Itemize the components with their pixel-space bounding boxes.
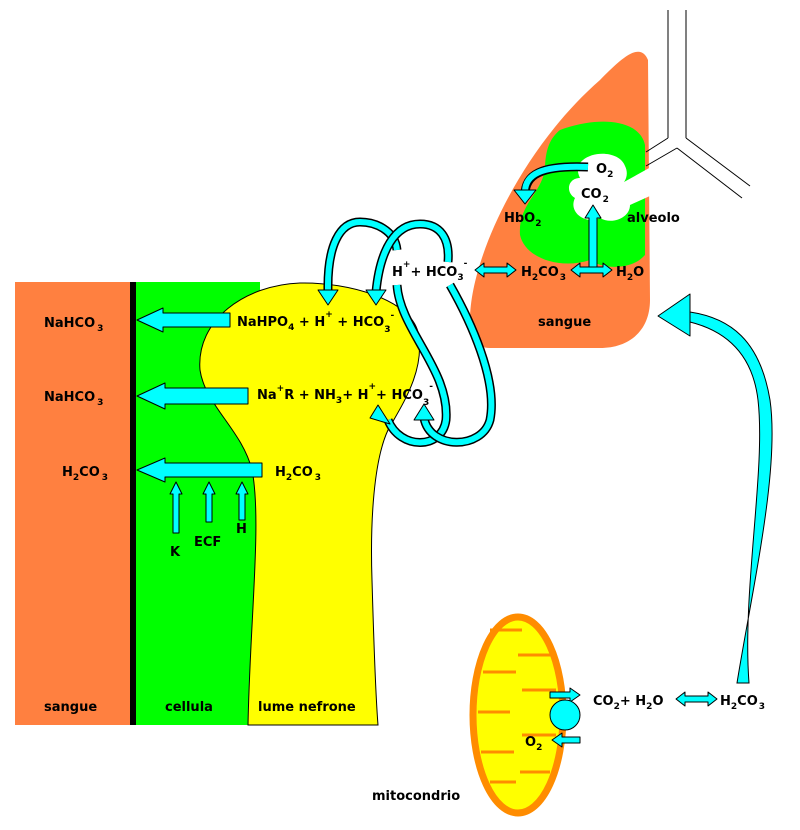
mitocondrio-label: mitocondrio xyxy=(372,789,460,804)
mito-eq-double-arrow xyxy=(675,691,718,707)
loop-arrow-1-head xyxy=(317,289,339,306)
loop-arrow-3-head xyxy=(369,404,391,425)
lung-h-hco3-equation: H++ HCO3- xyxy=(392,259,468,283)
mito-o2-in-arrow xyxy=(551,732,581,748)
loop-arrow-2 xyxy=(373,220,452,293)
kidney-blood-region xyxy=(15,282,133,725)
arrow-h-up xyxy=(235,481,249,521)
mitochondrial-cristae xyxy=(478,628,556,784)
kidney-blood-label: sangue xyxy=(44,700,97,715)
lung-co2-up-arrow xyxy=(584,204,602,269)
kidney-row2-right-equation: Na+R + NH3+ H++ HCO3- xyxy=(257,382,433,408)
kidney-lumen-label: lume nefrone xyxy=(258,700,356,715)
mito-co2-out-arrow xyxy=(549,687,581,703)
lung-hbo2-label: HbO2 xyxy=(504,211,542,229)
lung-eq-double-arrow-2 xyxy=(570,262,613,278)
arrow-ecf-up xyxy=(202,481,216,523)
lung-o2-label: O2 xyxy=(596,162,613,180)
return-arrow-body xyxy=(689,311,773,684)
kidney-row1-right-equation: NaHPO4 + H+ + HCO3- xyxy=(237,310,394,335)
mito-o2-label: O2 xyxy=(525,735,542,753)
lung-o2-arrow xyxy=(522,163,589,193)
arrow-nahco3-row1 xyxy=(136,307,231,333)
loop-arrow-4 xyxy=(421,283,495,446)
ion-k-label: K xyxy=(170,545,181,560)
alveolar-air-pocket xyxy=(568,153,682,221)
mito-carrier-circle xyxy=(549,699,581,731)
arrow-k-up xyxy=(169,481,183,534)
lung-o2-arrowhead xyxy=(513,189,537,205)
arrow-h2co3-row3 xyxy=(136,457,263,483)
loop-arrow-4-head xyxy=(413,403,435,421)
kidney-cell-label: cellula xyxy=(165,700,213,715)
lung-eq-double-arrow-1 xyxy=(474,262,517,278)
ion-ecf-label: ECF xyxy=(194,535,221,550)
lung-co2-label: CO2 xyxy=(581,187,609,205)
lung-h2o-label: H2O xyxy=(616,265,644,283)
mito-equation-left: CO2+ H2O xyxy=(593,694,664,712)
alveolo-label: alveolo xyxy=(627,211,680,226)
ion-h-label: H xyxy=(236,522,247,537)
arrow-nahco3-row2 xyxy=(136,382,249,410)
lung-blood-label: sangue xyxy=(538,315,591,330)
loop-arrow-3 xyxy=(385,284,450,446)
loop-arrow-2-head xyxy=(365,289,387,306)
mito-equation-right: H2CO3 xyxy=(720,694,765,712)
basement-membrane xyxy=(130,282,136,725)
lung-h2co3-label: H2CO3 xyxy=(521,265,566,283)
return-arrowhead xyxy=(657,293,691,337)
loop-arrow-1 xyxy=(324,218,400,293)
bronchi-lines xyxy=(645,10,751,199)
